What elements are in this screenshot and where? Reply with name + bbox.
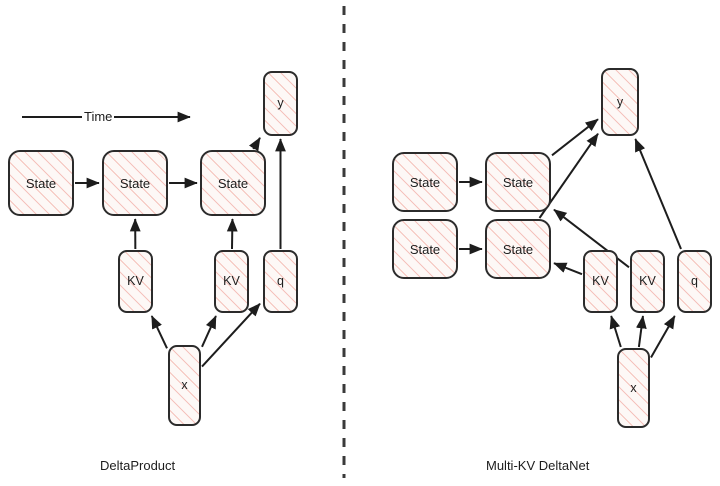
- right-edge-statetopright-y: [551, 118, 599, 157]
- node-right-x-in: x: [617, 348, 650, 428]
- node-label: KV: [127, 274, 144, 289]
- node-label: State: [25, 175, 57, 191]
- node-label: State: [217, 175, 249, 191]
- node-label: x: [630, 380, 637, 395]
- node-right-kv-2: KV: [630, 250, 665, 313]
- right-edge-x-kv1: [609, 315, 622, 348]
- node-right-y-out: y: [601, 68, 639, 136]
- node-label: KV: [592, 274, 609, 289]
- caption-right-panel: Multi-KV DeltaNet: [486, 458, 590, 473]
- right-edge-x-q: [650, 315, 676, 358]
- left-edge-x-kv2: [201, 315, 217, 348]
- node-label: State: [119, 175, 151, 191]
- left-edge-x-q: [201, 303, 261, 368]
- node-right-q-1: q: [677, 250, 712, 313]
- node-left-y-out: y: [263, 71, 298, 136]
- node-left-q-1: q: [263, 250, 298, 313]
- right-edge-q-y: [634, 138, 682, 250]
- node-left-state-2: State: [102, 150, 168, 216]
- right-edge-x-kv2: [635, 315, 647, 348]
- node-right-kv-1: KV: [583, 250, 618, 313]
- node-left-state-1: State: [8, 150, 74, 216]
- node-left-x-in: x: [168, 345, 201, 426]
- left-edge-x-kv1: [150, 315, 168, 349]
- right-edge-kv1-statebottomright: [553, 262, 583, 276]
- node-label: State: [502, 174, 534, 190]
- node-label: q: [691, 274, 698, 289]
- node-right-state-top-left: State: [392, 152, 458, 212]
- node-label: KV: [223, 274, 240, 289]
- node-right-state-bottom-left: State: [392, 219, 458, 279]
- node-label: State: [502, 241, 534, 257]
- left-edge-state3-y: [249, 137, 261, 152]
- node-left-kv-2: KV: [214, 250, 249, 313]
- node-right-state-top-right: State: [485, 152, 551, 212]
- node-label: State: [409, 174, 441, 190]
- time-axis-label: Time: [82, 109, 115, 124]
- node-label: x: [181, 378, 188, 393]
- node-label: KV: [639, 274, 656, 289]
- node-right-state-bottom-right: State: [485, 219, 551, 279]
- node-left-kv-1: KV: [118, 250, 153, 313]
- node-label: q: [277, 274, 284, 289]
- node-left-state-3: State: [200, 150, 266, 216]
- node-label: y: [277, 96, 284, 111]
- node-label: State: [409, 241, 441, 257]
- caption-left-panel: DeltaProduct: [100, 458, 176, 473]
- node-label: y: [616, 94, 624, 109]
